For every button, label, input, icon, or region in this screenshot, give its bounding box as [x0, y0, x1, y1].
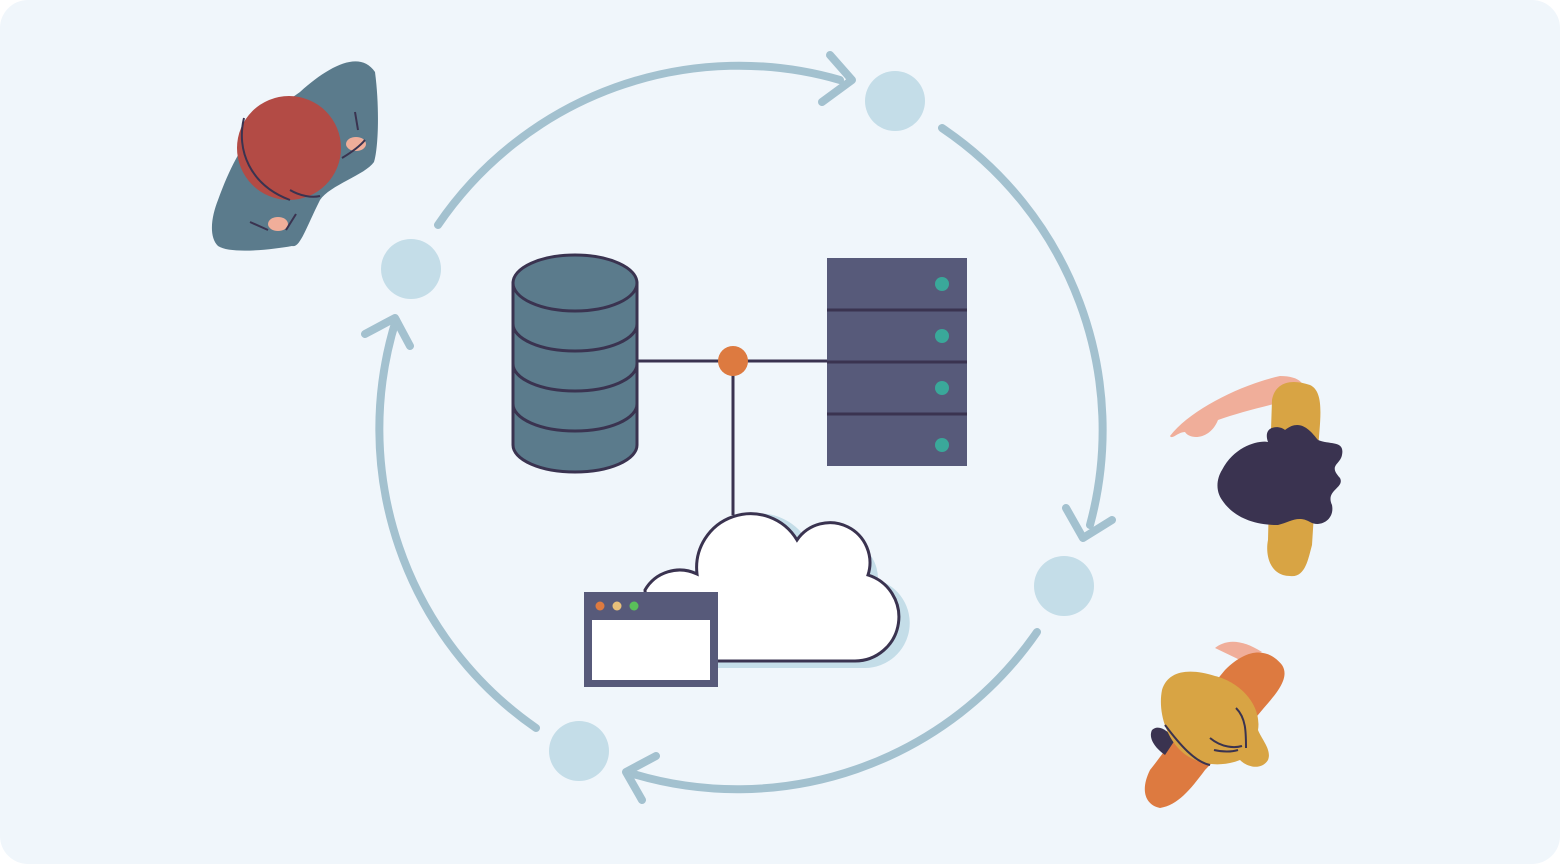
cycle-node-bottom — [549, 721, 609, 781]
network-hub-icon — [718, 346, 748, 376]
cycle-node-left — [381, 239, 441, 299]
cycle-node-top — [865, 71, 925, 131]
person-bottom-right — [1144, 641, 1285, 808]
arrowhead-right — [1062, 504, 1116, 542]
cycle-arrows — [361, 51, 1116, 804]
arc-left — [375, 316, 540, 732]
server-rack-icon — [827, 258, 967, 466]
browser-window-icon — [584, 592, 718, 687]
person-top-left — [211, 61, 378, 251]
database-icon — [511, 253, 639, 474]
arrowhead-bottom — [622, 752, 660, 804]
cycle-node-right — [1034, 556, 1094, 616]
arc-bottom — [626, 628, 1041, 794]
arrowhead-top — [818, 51, 856, 106]
arc-right — [938, 124, 1107, 529]
arc-top-left — [434, 61, 844, 229]
arrowhead-left — [361, 314, 414, 350]
person-right — [1170, 376, 1343, 577]
